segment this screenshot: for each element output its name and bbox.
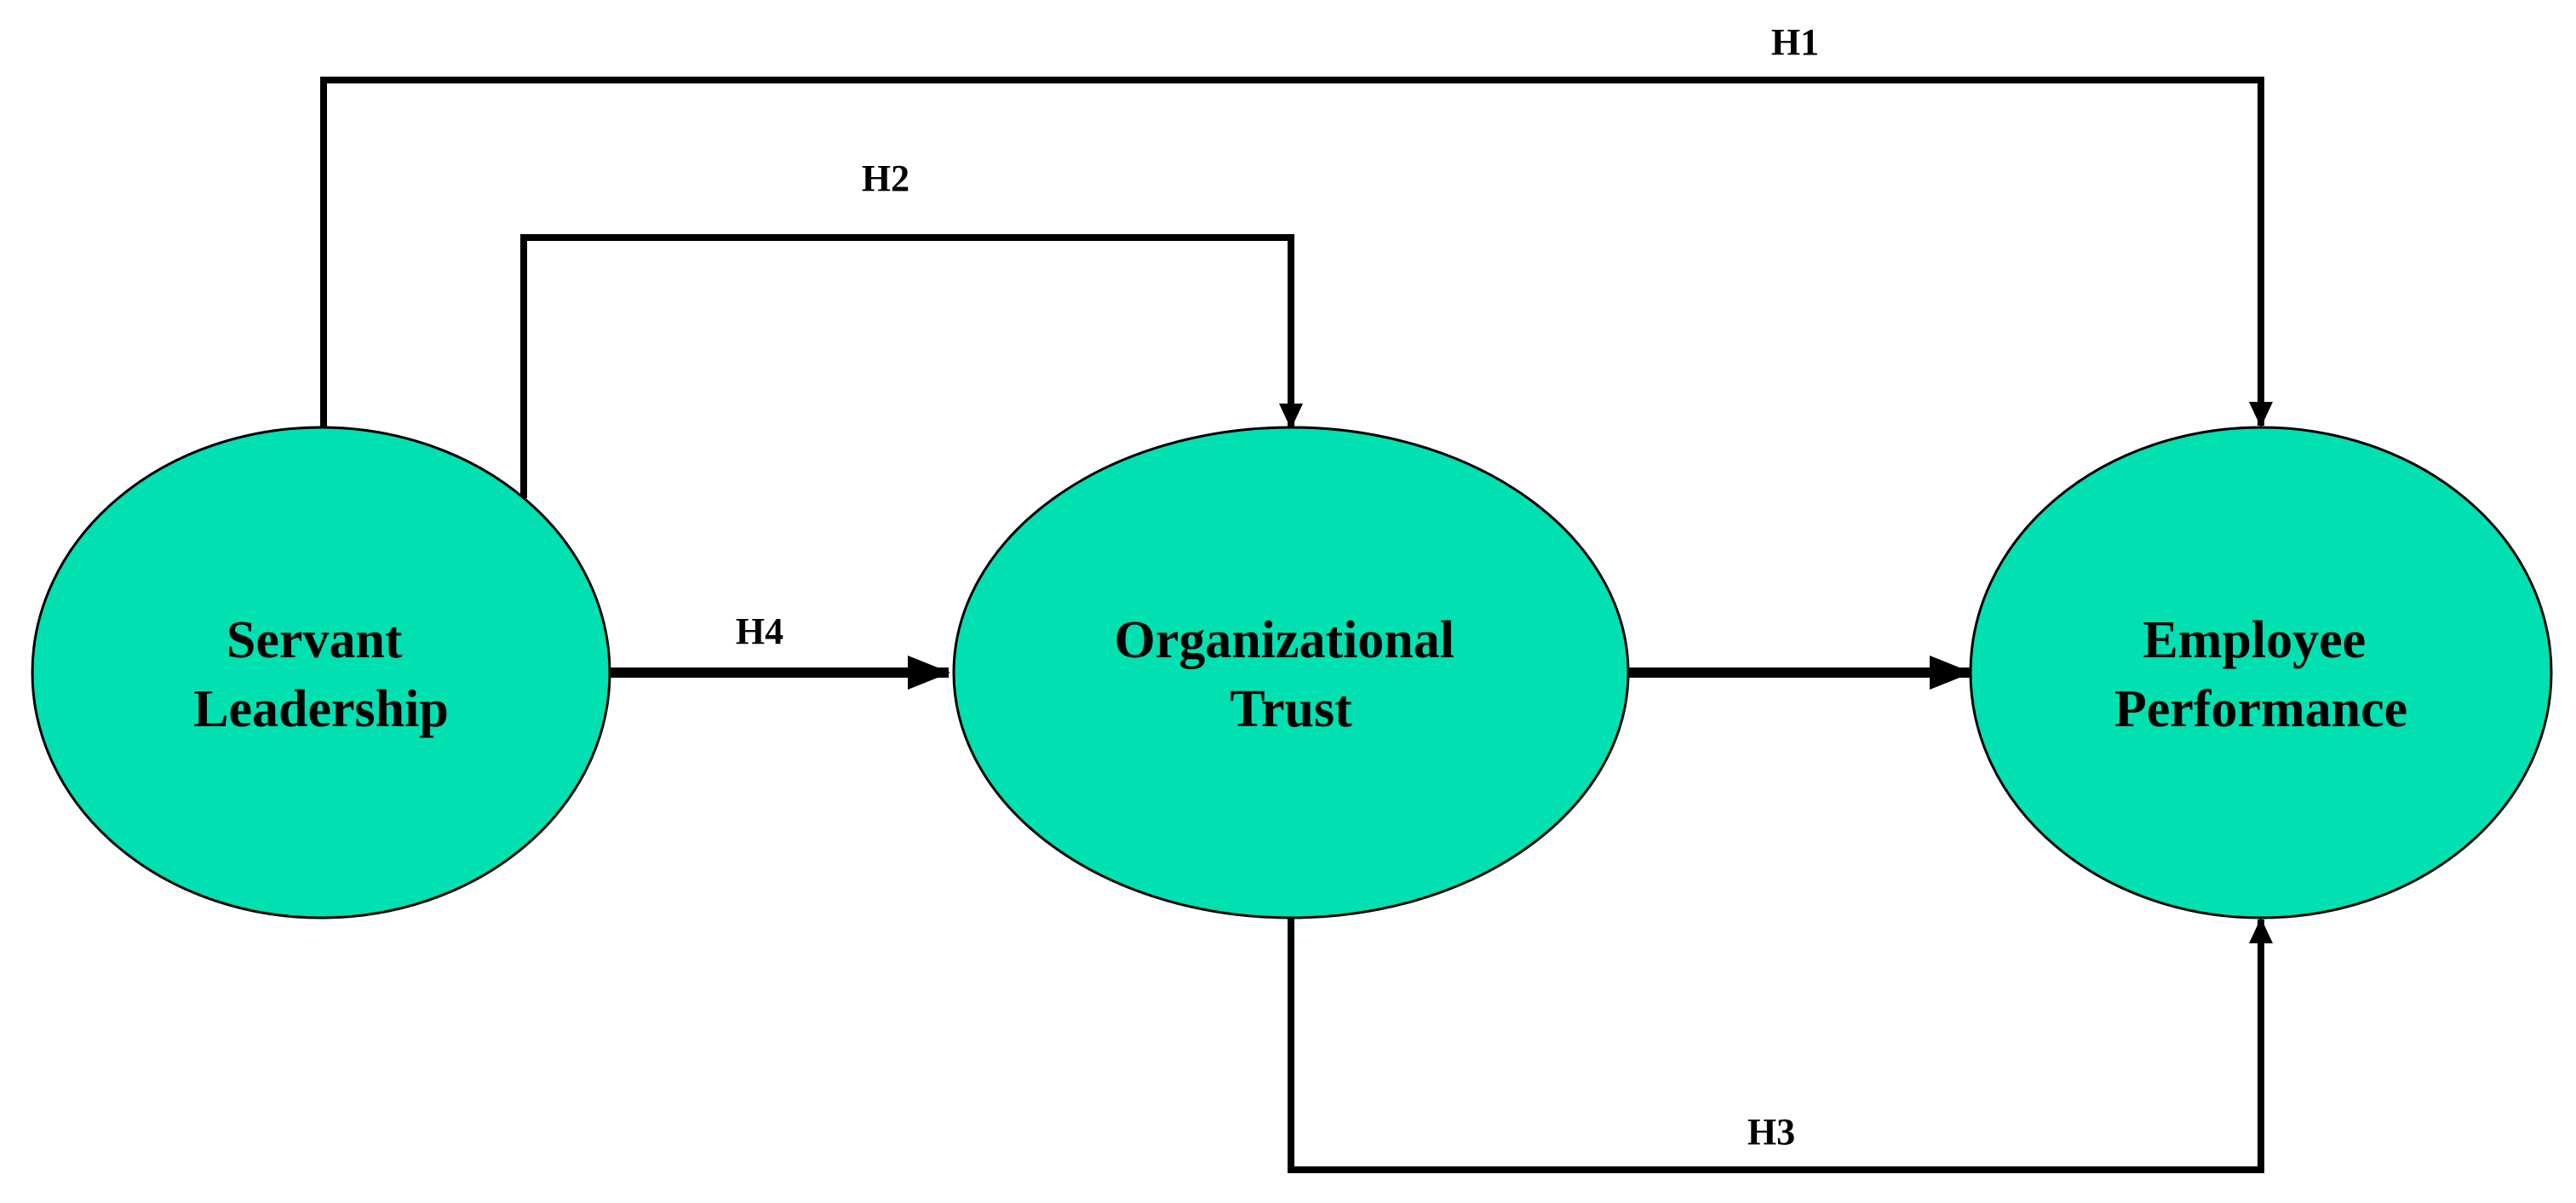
edge-h1-line (320, 77, 2273, 430)
node-organizational-trust-line2: Trust (1230, 680, 1352, 738)
edge-h2-label: H2 (862, 158, 909, 199)
node-organizational-trust-label: Organizational Trust (1114, 611, 1467, 738)
node-employee-performance: Employee Performance (1969, 426, 2553, 919)
node-organizational-trust: Organizational Trust (952, 426, 1630, 919)
node-servant-leadership-label: Servant Leadership (193, 611, 449, 738)
edge-h2: H2 (520, 158, 1303, 498)
edge-h4-label: H4 (736, 610, 783, 652)
edge-h3: H3 (1288, 918, 2273, 1173)
node-servant-leadership-ellipse (31, 426, 611, 919)
edge-h3-label: H3 (1747, 1111, 1795, 1153)
node-servant-leadership-line1: Servant (227, 611, 403, 669)
edge-h1: H1 (320, 21, 2273, 430)
edge-h3-line (1288, 918, 2273, 1173)
node-organizational-trust-line1: Organizational (1114, 611, 1454, 669)
edge-h4: H4 (610, 610, 950, 690)
edge-h2-line (520, 234, 1303, 498)
edge-h1-label: H1 (1771, 21, 1819, 63)
node-organizational-trust-ellipse (952, 426, 1630, 919)
node-employee-performance-line2: Performance (2114, 680, 2407, 738)
node-employee-performance-label: Employee Performance (2114, 611, 2407, 738)
node-employee-performance-ellipse (1969, 426, 2553, 919)
node-servant-leadership-line2: Leadership (193, 680, 449, 738)
node-employee-performance-line1: Employee (2143, 611, 2366, 669)
node-servant-leadership: Servant Leadership (31, 426, 611, 919)
